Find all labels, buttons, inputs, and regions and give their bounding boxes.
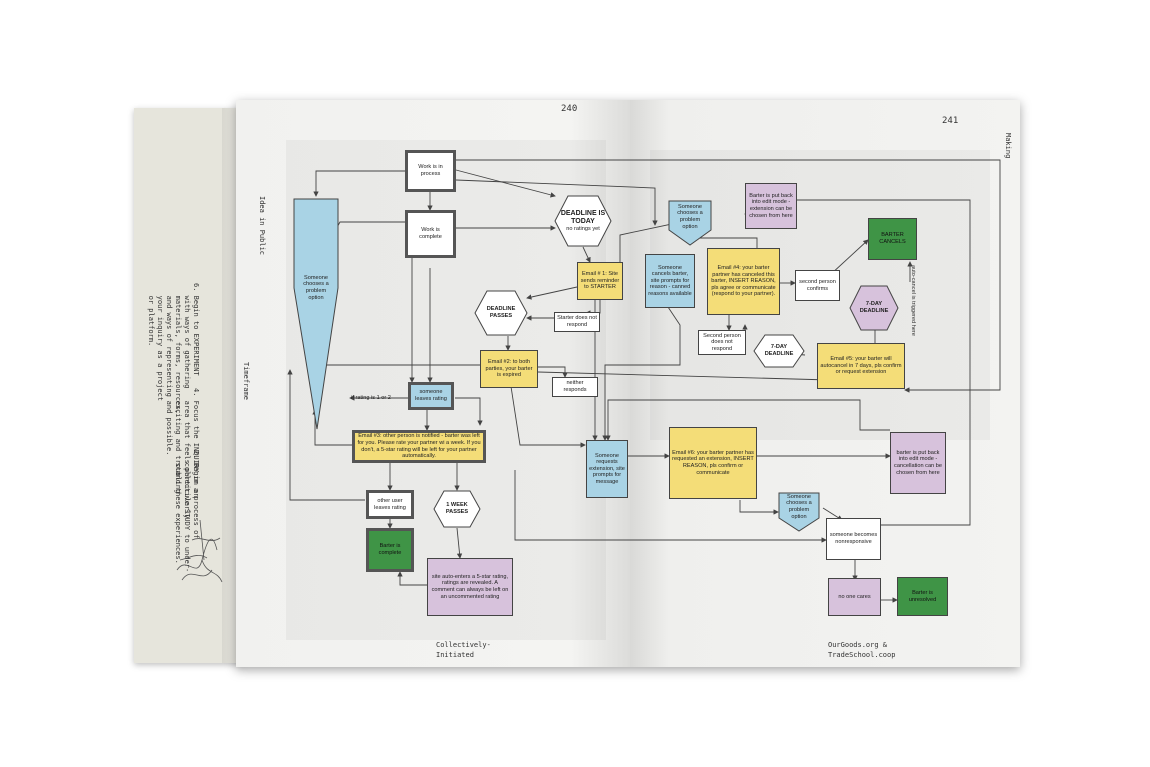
node-someone-cancels: Someone cancels barter, site prompts for… <box>645 254 695 308</box>
node-email-6: Email #6: your barter partner has reques… <box>669 427 757 499</box>
page-number-left: 240 <box>561 104 578 114</box>
node-work-complete: Work is complete <box>405 210 456 258</box>
node-one-week-passes: 1 WEEK PASSES <box>433 490 481 528</box>
node-neither-responds: neither responds <box>552 377 598 397</box>
sketch-drawing <box>176 519 223 583</box>
node-someone-nonresponsive: someone becomes nonresponsive <box>826 518 881 560</box>
node-second-person-confirms: second person confirms <box>795 270 840 301</box>
node-someone-chooses-left: Someone chooses a problem option <box>293 198 339 430</box>
node-barter-cancels: BARTER CANCELS <box>868 218 917 260</box>
deadline-today-sub: no ratings yet <box>566 225 600 232</box>
node-starter-no-respond: Starter does not respond <box>554 312 600 332</box>
node-no-one-cares: no one cares <box>828 578 881 616</box>
node-someone-chooses-bottom: Someone chooses a problem option <box>778 492 820 532</box>
node-barter-edit-mode-right: barter is put back into edit mode - canc… <box>890 432 946 494</box>
node-barter-unresolved: Barter is unresolved <box>897 577 948 616</box>
footer-left: Collectively- Initiated <box>436 641 491 659</box>
node-email-3: Email #3: other person is notified - bar… <box>352 430 486 463</box>
page-number-right: 241 <box>942 116 959 126</box>
node-barter-complete: Barter is complete <box>366 528 414 572</box>
node-email-2: Email #2: to both parties, your barter i… <box>480 350 538 388</box>
node-email-5: Email #5: your barter will autocancel in… <box>817 343 905 389</box>
footer-right: OurGoods.org & TradeSchool.coop <box>828 641 896 659</box>
node-email-1: Email # 1: Site sends reminder to STARTE… <box>577 262 623 300</box>
node-barter-edit-mode-top: Barter is put back into edit mode - exte… <box>745 183 797 229</box>
node-someone-requests-extension: Someone requests extension, site prompts… <box>586 440 628 498</box>
node-seven-day-deadline-b: 7-DAY DEADLINE <box>753 334 805 368</box>
deadline-today-title: DEADLINE IS TODAY <box>560 209 606 225</box>
node-deadline-passes: DEADLINE PASSES <box>474 290 528 336</box>
node-email-4: Email #4: your barter partner has cancel… <box>707 248 780 315</box>
node-site-auto-enters: site auto-enters a 5-star rating, rating… <box>427 558 513 616</box>
node-work-in-process: Work is in process <box>405 150 456 192</box>
node-second-person-no-respond: Second person does not respond <box>698 330 746 355</box>
node-deadline-today: DEADLINE IS TODAY no ratings yet <box>554 195 612 247</box>
node-seven-day-deadline-a: 7-DAY DEADLINE <box>849 285 899 331</box>
node-someone-leaves-rating: someone leaves rating <box>408 382 454 410</box>
node-someone-chooses-top: Someone chooses a problem option <box>668 200 712 246</box>
node-other-user-rating: other user leaves rating <box>366 490 414 519</box>
note-auto-cancel: auto-cancel is triggered here <box>910 265 916 336</box>
label-if-rating: if rating is 1 or 2 <box>351 394 391 401</box>
